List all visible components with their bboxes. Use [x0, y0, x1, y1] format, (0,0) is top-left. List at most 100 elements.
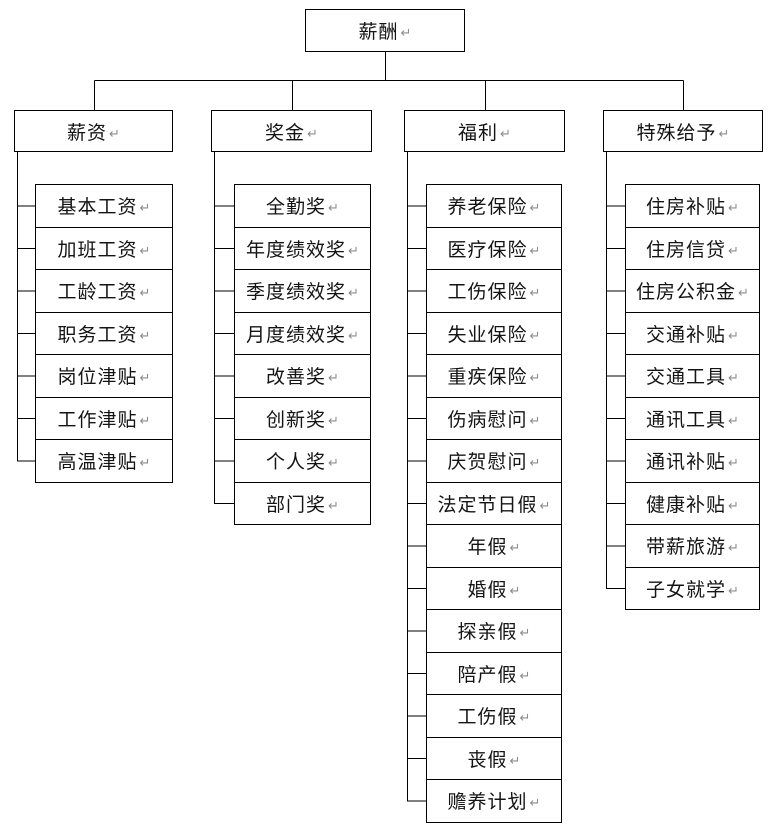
paragraph-mark-icon: ↵ [328, 371, 339, 387]
paragraph-mark-icon: ↵ [728, 371, 739, 387]
org-node-leaf[interactable]: 伤病慰问↵ [426, 396, 562, 440]
node-label: 探亲假 [457, 622, 518, 644]
paragraph-mark-icon: ↵ [139, 286, 151, 302]
node-label: 基本工资 [57, 197, 138, 219]
node-label: 福利 [458, 122, 499, 144]
node-label: 失业保险 [447, 324, 528, 346]
paragraph-mark-icon: ↵ [500, 126, 511, 142]
node-label: 季度绩效奖 [246, 282, 347, 304]
org-node-leaf[interactable]: 赡养计划↵ [426, 779, 562, 823]
paragraph-mark-icon: ↵ [307, 126, 318, 142]
org-node-leaf[interactable]: 丧假↵ [426, 736, 562, 780]
node-label: 丧假 [467, 749, 508, 771]
org-node-leaf[interactable]: 通讯工具↵ [625, 396, 760, 440]
paragraph-mark-icon: ↵ [139, 413, 151, 429]
org-node-leaf[interactable]: 年假↵ [426, 524, 562, 568]
node-label: 交通补贴 [646, 324, 727, 346]
org-node-leaf[interactable]: 职务工资↵ [35, 311, 173, 355]
org-node-leaf[interactable]: 婚假↵ [426, 566, 562, 610]
paragraph-mark-icon: ↵ [728, 456, 739, 472]
org-node-branch-3[interactable]: 特殊给予↵ [603, 110, 763, 152]
node-label: 医疗保险 [447, 239, 528, 261]
node-label: 住房公积金 [636, 282, 737, 304]
org-node-leaf[interactable]: 季度绩效奖↵ [234, 269, 371, 313]
paragraph-mark-icon: ↵ [529, 413, 541, 429]
org-node-leaf[interactable]: 个人奖↵ [234, 439, 371, 483]
node-label: 工伤保险 [447, 282, 528, 304]
node-label: 特殊给予 [636, 122, 717, 144]
org-node-leaf[interactable]: 工伤保险↵ [426, 269, 562, 313]
org-node-branch-1[interactable]: 奖金↵ [211, 110, 372, 152]
org-node-leaf[interactable]: 创新奖↵ [234, 396, 371, 440]
org-node-leaf[interactable]: 探亲假↵ [426, 609, 562, 653]
paragraph-mark-icon: ↵ [529, 371, 541, 387]
node-label: 加班工资 [57, 239, 138, 261]
org-node-leaf[interactable]: 工作津贴↵ [35, 396, 173, 440]
paragraph-mark-icon: ↵ [728, 201, 739, 217]
org-node-leaf[interactable]: 陪产假↵ [426, 651, 562, 695]
node-label: 交通工具 [646, 367, 727, 389]
node-label: 薪资 [67, 122, 108, 144]
org-node-leaf[interactable]: 交通工具↵ [625, 354, 760, 398]
paragraph-mark-icon: ↵ [328, 413, 339, 429]
org-node-leaf[interactable]: 全勤奖↵ [234, 184, 371, 228]
node-label: 法定节日假 [437, 494, 538, 516]
org-node-leaf[interactable]: 带薪旅游↵ [625, 524, 760, 568]
org-node-leaf[interactable]: 月度绩效奖↵ [234, 311, 371, 355]
paragraph-mark-icon: ↵ [529, 201, 541, 217]
paragraph-mark-icon: ↵ [519, 626, 531, 642]
node-label: 工龄工资 [57, 282, 138, 304]
paragraph-mark-icon: ↵ [348, 243, 359, 259]
org-node-root[interactable]: 薪酬↵ [305, 9, 465, 52]
org-node-leaf[interactable]: 基本工资↵ [35, 184, 173, 228]
node-label: 赡养计划 [447, 792, 528, 814]
node-label: 住房信贷 [646, 239, 727, 261]
org-node-leaf[interactable]: 高温津贴↵ [35, 439, 173, 483]
org-node-leaf[interactable]: 住房补贴↵ [625, 184, 760, 228]
org-node-leaf[interactable]: 改善奖↵ [234, 354, 371, 398]
paragraph-mark-icon: ↵ [728, 328, 739, 344]
org-node-leaf[interactable]: 工龄工资↵ [35, 269, 173, 313]
org-node-leaf[interactable]: 失业保险↵ [426, 311, 562, 355]
node-label: 部门奖 [266, 494, 327, 516]
paragraph-mark-icon: ↵ [139, 243, 151, 259]
org-node-leaf[interactable]: 医疗保险↵ [426, 226, 562, 270]
org-node-leaf[interactable]: 通讯补贴↵ [625, 439, 760, 483]
node-label: 岗位津贴 [57, 367, 138, 389]
org-node-leaf[interactable]: 住房信贷↵ [625, 226, 760, 270]
node-label: 个人奖 [266, 452, 327, 474]
org-node-leaf[interactable]: 法定节日假↵ [426, 481, 562, 525]
paragraph-mark-icon: ↵ [728, 498, 739, 514]
node-label: 年假 [467, 537, 508, 559]
org-node-branch-2[interactable]: 福利↵ [404, 110, 565, 152]
org-node-leaf[interactable]: 重疾保险↵ [426, 354, 562, 398]
org-node-leaf[interactable]: 交通补贴↵ [625, 311, 760, 355]
org-node-leaf[interactable]: 住房公积金↵ [625, 269, 760, 313]
paragraph-mark-icon: ↵ [400, 26, 412, 41]
org-node-leaf[interactable]: 健康补贴↵ [625, 481, 760, 525]
org-node-leaf[interactable]: 工伤假↵ [426, 694, 562, 738]
org-node-leaf[interactable]: 部门奖↵ [234, 481, 371, 525]
paragraph-mark-icon: ↵ [348, 328, 359, 344]
org-node-leaf[interactable]: 庆贺慰问↵ [426, 439, 562, 483]
node-label: 伤病慰问 [447, 409, 528, 431]
org-node-branch-0[interactable]: 薪资↵ [14, 110, 173, 152]
paragraph-mark-icon: ↵ [738, 286, 749, 302]
node-label: 住房补贴 [646, 197, 727, 219]
org-node-leaf[interactable]: 子女就学↵ [625, 566, 760, 610]
paragraph-mark-icon: ↵ [728, 583, 739, 599]
node-label: 养老保险 [447, 197, 528, 219]
org-node-leaf[interactable]: 养老保险↵ [426, 184, 562, 228]
org-node-leaf[interactable]: 岗位津贴↵ [35, 354, 173, 398]
node-label: 陪产假 [457, 664, 518, 686]
node-label: 通讯补贴 [646, 452, 727, 474]
paragraph-mark-icon: ↵ [348, 286, 359, 302]
paragraph-mark-icon: ↵ [529, 243, 541, 259]
paragraph-mark-icon: ↵ [529, 456, 541, 472]
org-node-leaf[interactable]: 年度绩效奖↵ [234, 226, 371, 270]
paragraph-mark-icon: ↵ [529, 328, 541, 344]
node-label: 庆贺慰问 [447, 452, 528, 474]
org-node-leaf[interactable]: 加班工资↵ [35, 226, 173, 270]
paragraph-mark-icon: ↵ [728, 541, 739, 557]
